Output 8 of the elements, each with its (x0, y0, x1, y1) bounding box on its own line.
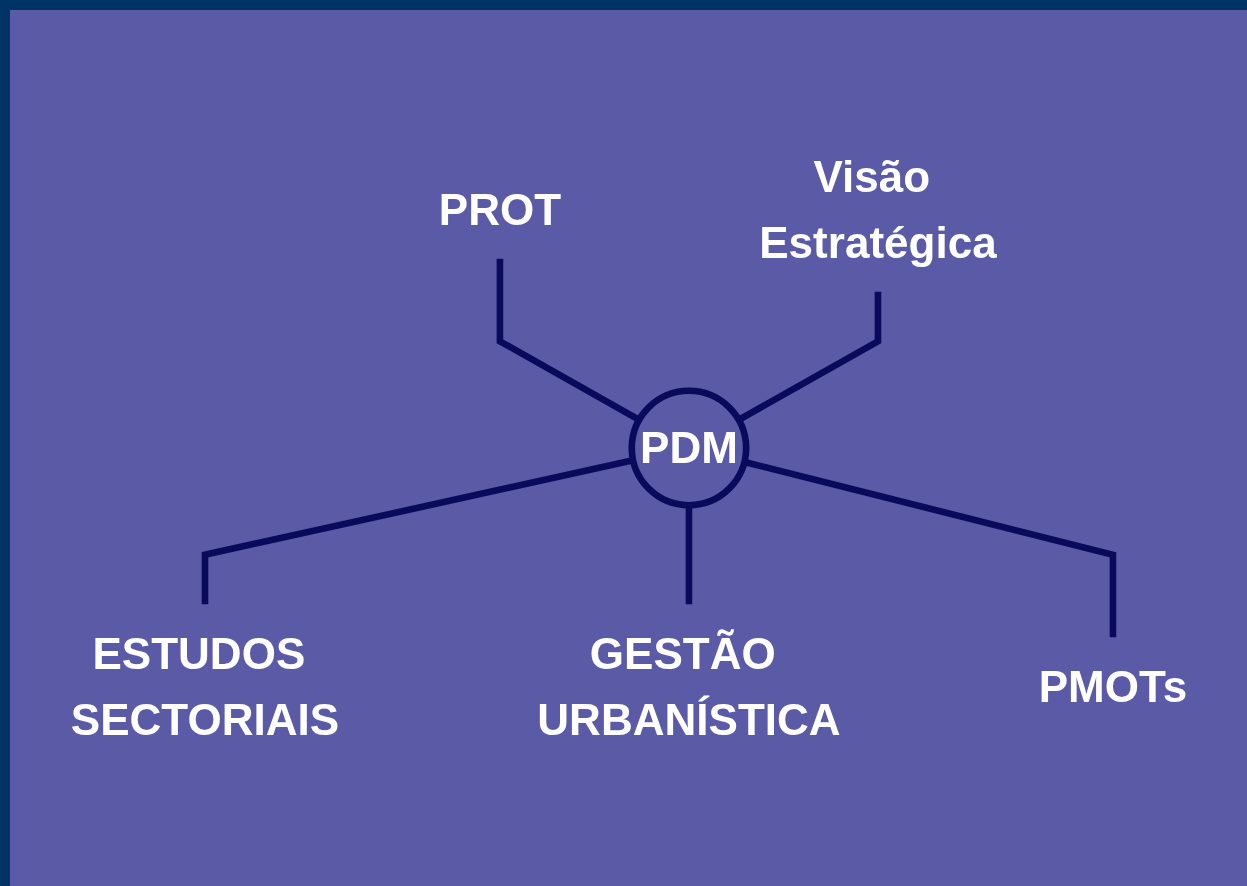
node-text: ESTUDOS SECTORIAIS (70, 629, 339, 745)
connector (496, 258, 641, 423)
node-text: GESTÃO URBANÍSTICA (536, 629, 841, 745)
connector (685, 505, 692, 605)
node-text: Visão Estratégica (758, 151, 997, 267)
node-text: PMOTs (1038, 662, 1187, 712)
node-text: PROT (438, 184, 561, 234)
node-circle: PDM (627, 387, 749, 509)
